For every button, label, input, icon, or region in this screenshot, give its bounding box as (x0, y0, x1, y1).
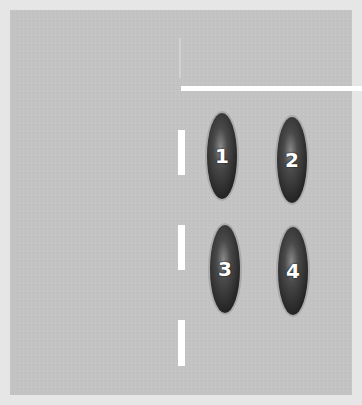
car-body (210, 225, 240, 313)
callout-number: 3 (210, 225, 240, 313)
lane-dash (178, 130, 185, 175)
car-shadow (205, 111, 239, 201)
car-shadow (275, 115, 309, 205)
car-marker: 1 (207, 113, 237, 199)
callout-number: 2 (277, 117, 307, 203)
callout-number: 4 (278, 227, 308, 315)
car-marker: 3 (210, 225, 240, 313)
callout-number: 1 (207, 113, 237, 199)
car-shadow (276, 225, 310, 317)
car-marker: 4 (278, 227, 308, 315)
car-body (278, 227, 308, 315)
lane-dash (178, 320, 185, 366)
car-shadow (208, 223, 242, 315)
lane-dash (178, 225, 185, 270)
car-body (277, 117, 307, 203)
car-body (207, 113, 237, 199)
car-marker: 2 (277, 117, 307, 203)
faint-mark (179, 38, 181, 78)
stop-line (181, 86, 362, 91)
road-surface (10, 10, 352, 395)
